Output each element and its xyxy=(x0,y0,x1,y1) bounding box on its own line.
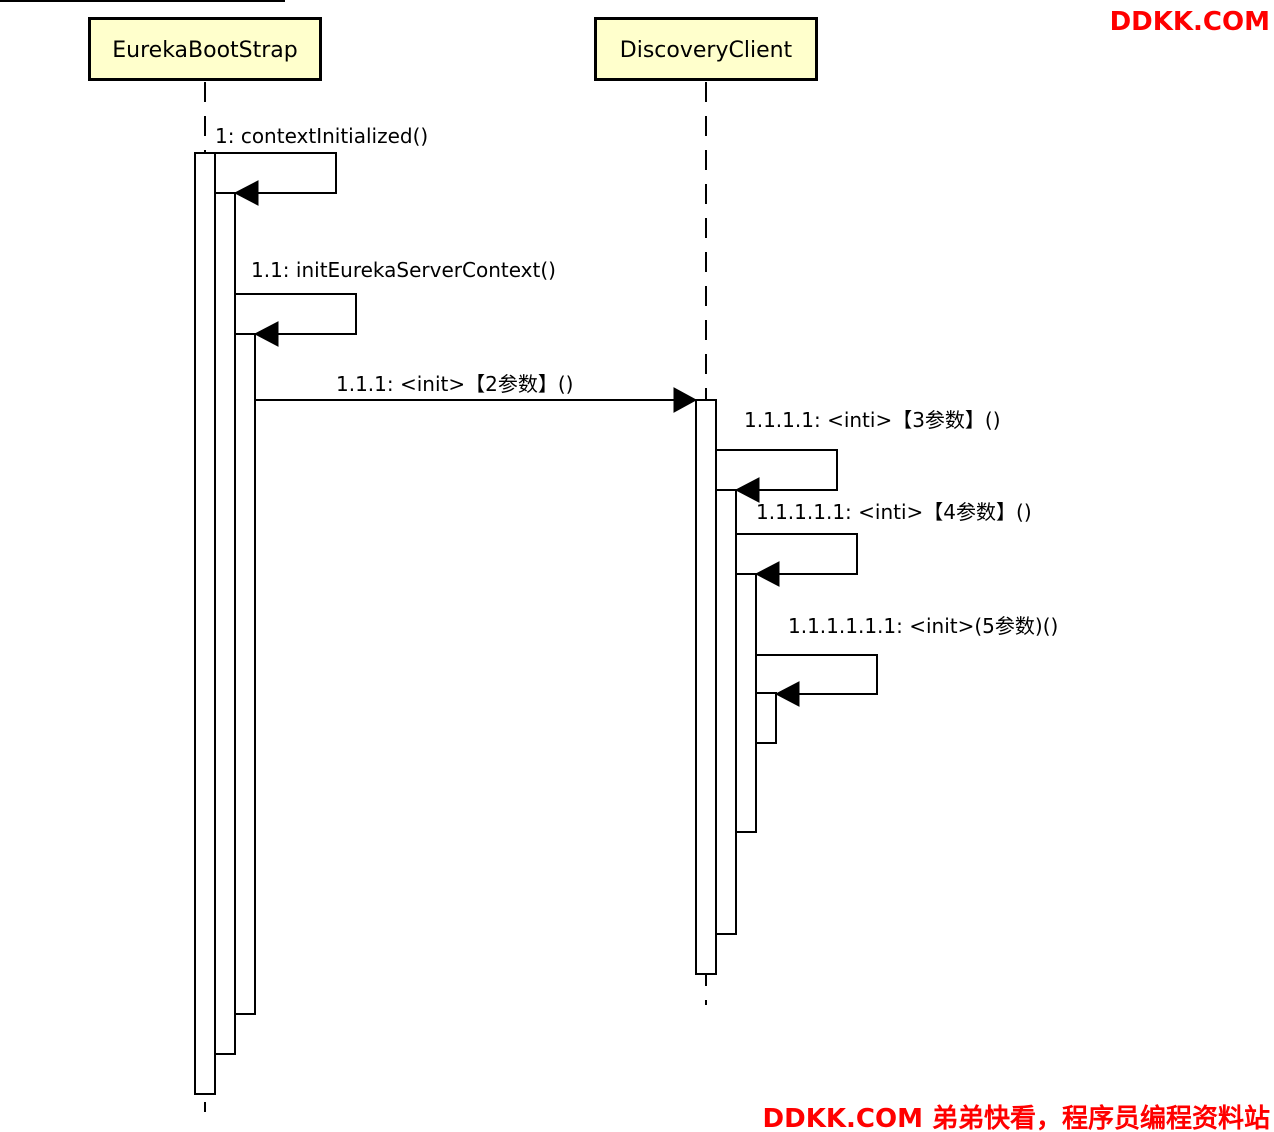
message-5-inti-4-params: 1.1.1.1.1: <inti>【4参数】() xyxy=(736,500,1032,587)
message-1-arrowhead xyxy=(233,180,259,206)
message-3-label: 1.1.1: <init>【2参数】() xyxy=(336,372,573,396)
message-2-initeurekaservercontext: 1.1: initEurekaServerContext() xyxy=(235,258,556,347)
message-5-label: 1.1.1.1.1: <inti>【4参数】() xyxy=(756,500,1032,524)
message-6-init-5-params: 1.1.1.1.1.1: <init>(5参数)() xyxy=(756,614,1058,707)
lifeline-box-discoveryclient xyxy=(594,17,818,81)
message-2-line xyxy=(235,293,357,335)
activation-bar-discovery-1 xyxy=(695,399,717,975)
message-1-label: 1: contextInitialized() xyxy=(215,124,428,148)
message-3-init-2-params: 1.1.1: <init>【2参数】() xyxy=(255,372,698,413)
message-4-inti-3-params: 1.1.1.1: <inti>【3参数】() xyxy=(716,408,1001,503)
activation-bar-discovery-4 xyxy=(755,692,777,744)
message-4-arrowhead xyxy=(734,477,760,503)
lifeline-title-eurekabootstrap: EurekaBootStrap xyxy=(112,38,298,63)
activation-bar-discovery-3 xyxy=(735,573,757,833)
message-6-arrowhead xyxy=(774,681,800,707)
message-2-label: 1.1: initEurekaServerContext() xyxy=(251,258,556,282)
watermark-bottom-right: DDKK.COM 弟弟快看，程序员编程资料站 xyxy=(763,1103,1270,1132)
lifeline-discoveryclient: DiscoveryClient xyxy=(594,17,818,81)
message-4-label: 1.1.1.1: <inti>【3参数】() xyxy=(744,408,1001,432)
activation-bar-eureka-1 xyxy=(194,152,216,1095)
message-1-contextinitialized: 1: contextInitialized() xyxy=(215,124,428,206)
lifeline-eurekabootstrap: EurekaBootStrap xyxy=(88,17,322,81)
message-6-line xyxy=(756,654,878,695)
activation-bar-discovery-2 xyxy=(715,489,737,935)
activation-bar-eureka-3 xyxy=(234,333,256,1015)
message-5-arrowhead xyxy=(754,561,780,587)
message-6-label: 1.1.1.1.1.1: <init>(5参数)() xyxy=(788,614,1058,638)
message-1-line xyxy=(215,152,337,194)
message-2-arrowhead xyxy=(253,321,279,347)
lifeline-box-eurekabootstrap xyxy=(88,17,322,81)
watermark-top-right: DDKK.COM xyxy=(1110,7,1270,37)
activation-bar-eureka-2 xyxy=(214,192,236,1055)
message-5-line xyxy=(736,533,858,575)
message-4-line xyxy=(716,449,838,491)
message-3-arrowhead xyxy=(673,387,698,413)
lifeline-title-discoveryclient: DiscoveryClient xyxy=(620,38,793,63)
